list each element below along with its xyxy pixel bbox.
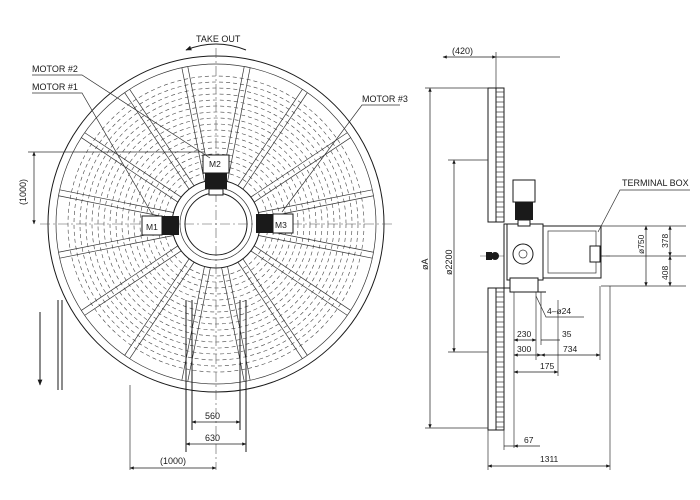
spoke bbox=[242, 92, 308, 190]
front-view: M2 M1 M3 TAKE OUT MOTOR #2 MOTOR #1 MOTO… bbox=[18, 34, 408, 470]
motor-m2: M2 bbox=[202, 154, 230, 196]
winding-ring bbox=[91, 99, 341, 349]
motor2-label: MOTOR #2 bbox=[32, 64, 78, 74]
dim-408: 408 bbox=[660, 266, 670, 280]
spoke bbox=[59, 189, 174, 213]
spoke bbox=[227, 67, 251, 182]
terminal-box-leader bbox=[597, 189, 690, 233]
reel-spokes bbox=[58, 66, 374, 382]
spoke bbox=[258, 189, 373, 213]
spoke bbox=[59, 235, 174, 259]
spoke bbox=[84, 250, 182, 316]
spoke bbox=[129, 262, 195, 359]
spoke bbox=[124, 92, 190, 190]
dim-35: 35 bbox=[562, 329, 572, 339]
spoke bbox=[181, 266, 205, 381]
dim-630: 630 bbox=[205, 433, 220, 443]
spoke bbox=[221, 267, 245, 382]
spoke bbox=[254, 245, 351, 311]
winding-ring bbox=[73, 81, 359, 367]
motor1-label: MOTOR #1 bbox=[32, 82, 78, 92]
m1-label: M1 bbox=[146, 222, 158, 232]
spoke bbox=[84, 132, 182, 198]
dim-420: (420) bbox=[452, 46, 473, 56]
flange-upper-outer bbox=[487, 87, 497, 223]
dim-230: 230 bbox=[517, 329, 531, 339]
spoke bbox=[129, 89, 195, 186]
spoke bbox=[250, 132, 348, 198]
winding-ring bbox=[127, 135, 305, 313]
holes-leader bbox=[535, 295, 584, 318]
take-out-arrow bbox=[185, 43, 247, 51]
motor-m1: M1 bbox=[141, 215, 179, 236]
motor1-leader bbox=[32, 92, 153, 215]
dim-175: 175 bbox=[540, 361, 554, 371]
side-motor bbox=[512, 179, 536, 203]
spoke bbox=[81, 245, 178, 311]
dim-phi2200: ø2200 bbox=[444, 249, 454, 275]
spoke bbox=[237, 89, 303, 186]
m2-label: M2 bbox=[209, 159, 221, 169]
spoke bbox=[237, 262, 303, 359]
dim-bottom-1000: (1000) bbox=[160, 456, 186, 466]
dim-300: 300 bbox=[517, 344, 531, 354]
flange-lower-outer bbox=[487, 287, 497, 431]
motor-m3: M3 bbox=[256, 213, 294, 234]
dim-1311: 1311 bbox=[540, 454, 559, 464]
spoke bbox=[187, 267, 211, 382]
gearbox bbox=[506, 223, 544, 281]
side-view: (420) øA ø2200 bbox=[420, 46, 690, 470]
m3-label: M3 bbox=[275, 220, 287, 230]
winding-ring bbox=[109, 117, 323, 331]
spoke bbox=[81, 137, 178, 203]
motor3-label: MOTOR #3 bbox=[362, 94, 408, 104]
dim-734: 734 bbox=[563, 344, 577, 354]
dim-phi750: ø750 bbox=[636, 234, 646, 254]
dim-560: 560 bbox=[205, 411, 220, 421]
flange-hatching bbox=[496, 91, 504, 428]
terminal-box-label: TERMINAL BOX bbox=[622, 178, 689, 188]
spoke bbox=[250, 250, 348, 316]
holes-label: 4–ø24 bbox=[547, 306, 571, 316]
dim-67: 67 bbox=[524, 435, 534, 445]
spoke bbox=[254, 137, 351, 203]
spoke bbox=[181, 67, 205, 182]
spoke bbox=[258, 235, 373, 259]
motor3-leader bbox=[281, 104, 400, 213]
spoke bbox=[242, 258, 308, 356]
dim-phiA: øA bbox=[420, 258, 430, 270]
dim-378: 378 bbox=[660, 234, 670, 248]
reel-inner-rim bbox=[55, 63, 377, 385]
take-out-label: TAKE OUT bbox=[196, 34, 241, 44]
spoke bbox=[227, 266, 251, 381]
spoke bbox=[58, 195, 173, 219]
dim-left-1000: (1000) bbox=[18, 179, 28, 205]
motor2-leader bbox=[32, 74, 211, 159]
spoke bbox=[124, 258, 190, 356]
